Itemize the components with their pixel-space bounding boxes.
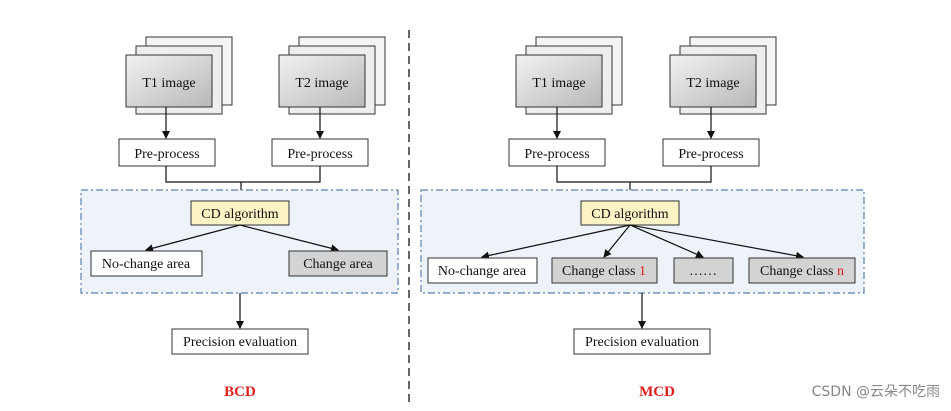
mcd-ellipsis-box [673,257,734,284]
mcd-change-class-n-label: Change class n [760,264,844,279]
bcd-caption: BCD [224,384,256,400]
bcd-t1-label: T1 image [142,76,195,91]
mcd-preprocess-label-2: Pre-process [678,147,743,162]
bcd-t2-label: T2 image [295,76,348,91]
bcd-arrow-nochange [145,224,241,253]
bcd-eval-box [171,328,309,355]
mcd-eval-label: Precision evaluation [585,335,699,350]
mcd-preprocess-box-1 [508,138,606,167]
mcd-caption: MCD [639,384,675,400]
mcd-preprocess-label-1: Pre-process [524,147,589,162]
mcd-cd-algorithm-box [580,200,680,226]
bcd-t2-image-stack: T2 image [278,36,386,115]
mcd-t2-label: T2 image [686,76,739,91]
mcd-eval-box [573,328,711,355]
mcd-arrow-class1 [603,224,631,258]
mcd-arrow-nochange [481,224,631,260]
bcd-cd-algorithm-label: CD algorithm [201,207,278,222]
bcd-preprocess-box-1 [118,138,216,167]
bcd-cd-algorithm-box [190,200,290,226]
mcd-change-class-1-box [551,257,658,284]
bcd-preprocess-label-2: Pre-process [287,147,352,162]
bcd-t1-image-stack: T1 image [125,36,233,115]
bcd-preprocess-box-2 [271,138,369,167]
bcd-nochange-label: No-change area [102,257,191,272]
mcd-arrow-ellipsis [629,224,704,258]
watermark: CSDN @云朵不吃雨 [812,384,940,400]
mcd-panel: T1 image T2 image Pre-process Pre-proces… [420,36,865,400]
bcd-preprocess-label-1: Pre-process [134,147,199,162]
mcd-cd-algorithm-label: CD algorithm [591,207,668,222]
bcd-merge-line [165,166,321,183]
mcd-t1-label: T1 image [532,76,585,91]
bcd-nochange-box [90,250,203,277]
mcd-change-class-1-label: Change class 1 [562,264,646,279]
mcd-ellipsis-label: …… [689,264,717,279]
mcd-arrow-classn [629,224,804,260]
bcd-change-label: Change area [303,257,373,272]
bcd-panel: T1 image T2 image Pre-process Pre-proces… [80,36,399,400]
mcd-t2-image-stack: T2 image [669,36,777,115]
bcd-arrow-change [239,224,339,253]
mcd-nochange-label: No-change area [438,264,527,279]
mcd-nochange-box [427,257,538,284]
bcd-change-box [288,250,388,277]
mcd-preprocess-box-2 [662,138,760,167]
bcd-eval-label: Precision evaluation [183,335,297,350]
mcd-change-class-n-box [748,257,856,284]
mcd-t1-image-stack: T1 image [515,36,623,115]
mcd-merge-line [556,166,712,183]
